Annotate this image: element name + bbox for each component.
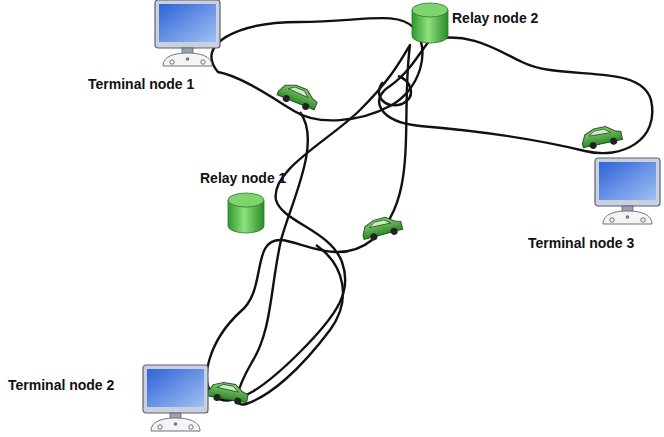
car-icon: [276, 80, 320, 113]
node-label: Relay node 2: [452, 10, 538, 26]
cylinder-icon: [228, 192, 264, 234]
node-label: Relay node 1: [200, 170, 286, 186]
node-label: Terminal node 1: [88, 76, 194, 92]
computer-icon: [595, 158, 660, 225]
terminal-node: Terminal node 2: [5, 362, 210, 434]
car-icon: [207, 380, 250, 406]
car-icon: [360, 214, 404, 243]
car-icon: [580, 124, 623, 151]
route-loop: [379, 37, 652, 153]
computer-icon: [143, 365, 208, 432]
terminal-node: Terminal node 1: [85, 0, 225, 95]
computer-icon: [155, 0, 220, 67]
node-label: Terminal node 3: [528, 235, 634, 251]
relay-node: Relay node 2: [410, 0, 550, 48]
route-loop: [379, 76, 411, 105]
cylinder-icon: [412, 2, 448, 44]
terminal-node: Terminal node 3: [525, 155, 660, 255]
route-loop: [237, 112, 342, 405]
node-label: Terminal node 2: [8, 377, 114, 393]
route-loop: [211, 18, 422, 120]
relay-node: Relay node 1: [195, 168, 305, 238]
route-loop: [207, 45, 410, 400]
